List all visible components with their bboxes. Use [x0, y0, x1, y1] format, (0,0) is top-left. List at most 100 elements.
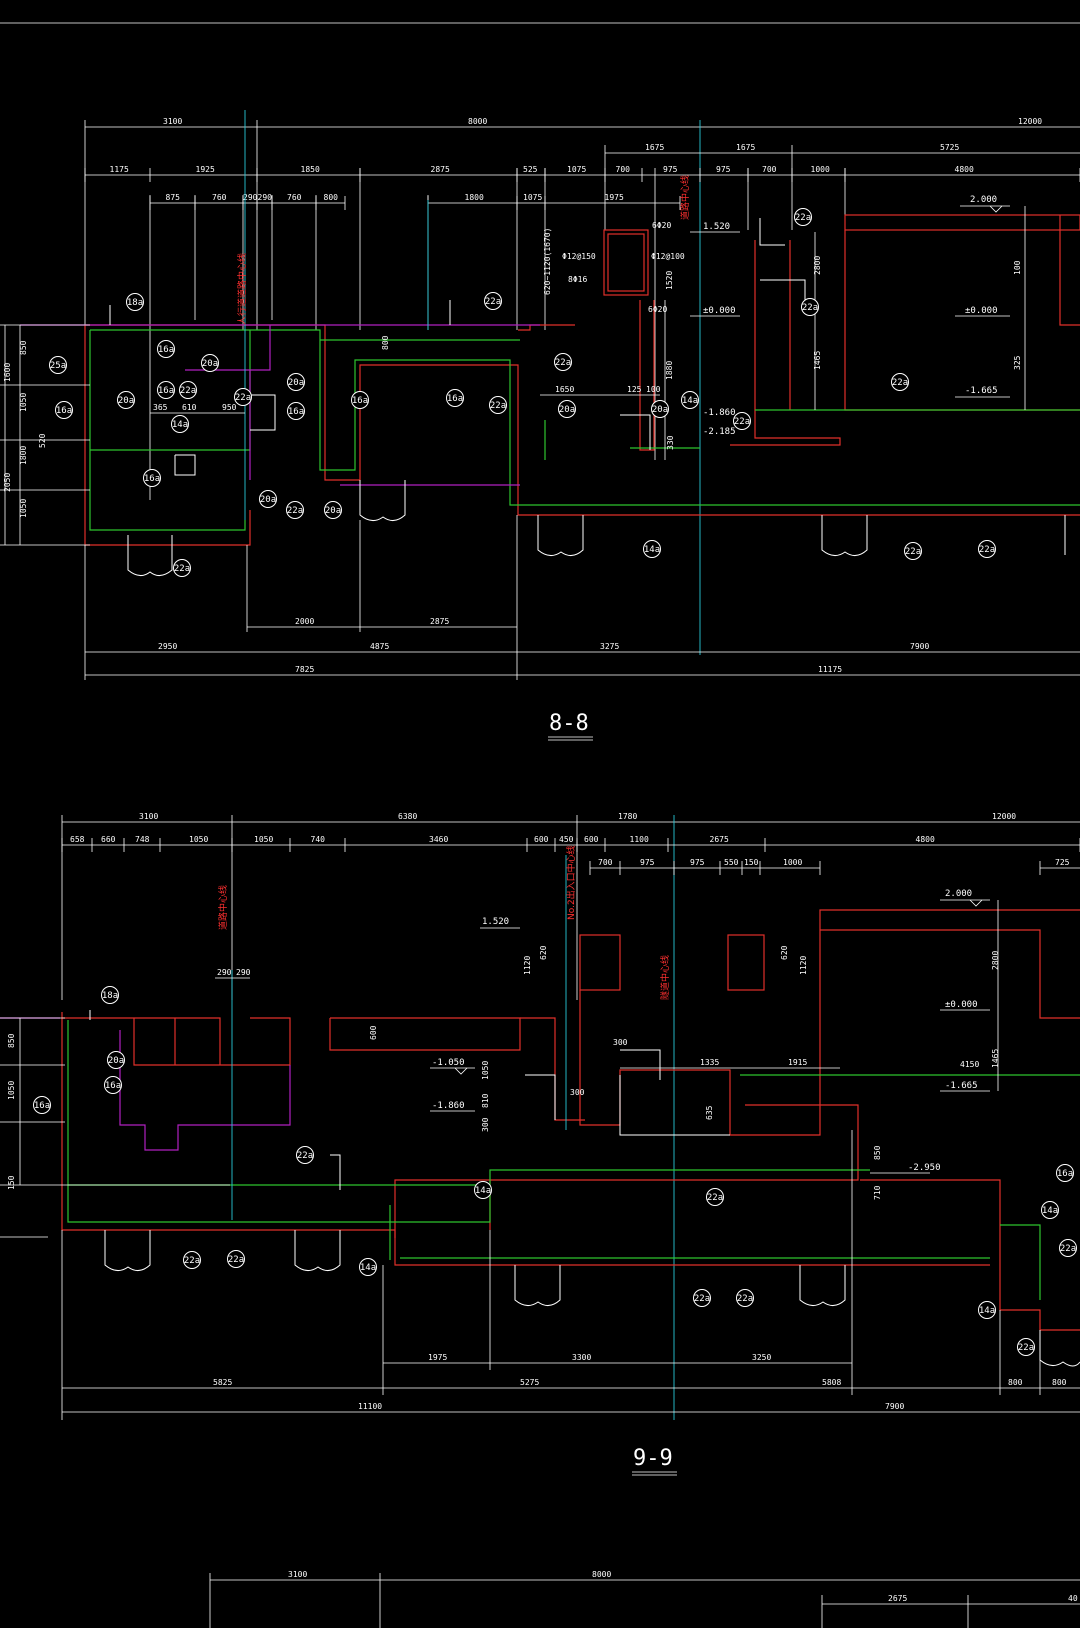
rebar-bubble-label: 16a — [105, 1081, 121, 1091]
dim-label: 2875 — [431, 165, 450, 174]
dim-label: 1675 — [645, 143, 664, 152]
dim-label: 525 — [523, 165, 538, 174]
inner-dims-9: 290 290 600 1050 810 300 300 300 1335 19… — [215, 845, 1000, 1200]
rebar-detail-box — [603, 229, 649, 296]
rebar-bubble-label: 22a — [235, 393, 251, 403]
dim-label: 975 — [663, 165, 678, 174]
rebar-bubble — [643, 540, 661, 558]
dim-label: 12000 — [992, 812, 1016, 821]
rebar-bubble — [171, 415, 189, 433]
dim-label: 760 — [212, 193, 227, 202]
dim-label: 5275 — [520, 1378, 539, 1387]
rebar-bubble — [259, 490, 277, 508]
dim-label: 290 — [243, 193, 258, 202]
dim-label: 3100 — [288, 1570, 307, 1579]
dim-label: 610 — [182, 403, 197, 412]
pile-cap — [514, 1265, 561, 1306]
centerline-label: 人行道道路中心线 — [236, 253, 248, 325]
rebar-bubble — [794, 208, 812, 226]
dim-label: 4875 — [370, 642, 389, 651]
dim-label: 2950 — [158, 642, 177, 651]
dim-label: 330 — [666, 435, 675, 450]
pile-cap — [1039, 1330, 1080, 1367]
dim-label: 300 — [613, 1038, 628, 1047]
centerline-label: 道路中心线 — [217, 885, 229, 930]
rebar-bubble — [736, 1289, 754, 1307]
dim-label: 635 — [705, 1105, 714, 1120]
elevation-label: 1.520 — [482, 917, 509, 927]
rebar-bubble — [904, 542, 922, 560]
rebar-bubble-label: 20a — [202, 359, 218, 369]
dim-label: 710 — [873, 1185, 882, 1200]
dim-label: 1880 — [665, 361, 674, 380]
rebar-bubble — [484, 292, 502, 310]
pile-cap — [799, 1265, 846, 1306]
rebar-bubble-label: 16a — [56, 406, 72, 416]
elevation-label: -1.860 — [432, 1101, 465, 1111]
rebar-bubble-label: 14a — [360, 1263, 376, 1273]
rebar-bubble — [55, 401, 73, 419]
rebar-bubble — [296, 1146, 314, 1164]
rebar-bubble-label: 18a — [127, 298, 143, 308]
pile-cap — [294, 1230, 341, 1271]
dim-label: 1075 — [567, 165, 586, 174]
dim-label: 3300 — [572, 1353, 591, 1362]
dim-label: 8000 — [592, 1570, 611, 1579]
dim-label: 800 — [324, 193, 339, 202]
rebar-note: Φ12@100 — [651, 252, 685, 261]
dim-label: 875 — [166, 193, 181, 202]
dim-label: 1050 — [19, 393, 28, 412]
dim-label: 975 — [640, 858, 655, 867]
dim-label: 2800 — [991, 951, 1000, 970]
rebar-bubble — [651, 400, 669, 418]
rebar-bubble-label: 16a — [352, 396, 368, 406]
dim-label: 1915 — [788, 1058, 807, 1067]
rebar-bubble — [706, 1188, 724, 1206]
pile-cap — [127, 535, 173, 576]
dim-label: 7900 — [885, 1402, 904, 1411]
rebar-bubble — [489, 396, 507, 414]
rebar-bubble-label: 22a — [979, 545, 995, 555]
dim-label: 1050 — [7, 1081, 16, 1100]
dim-label: 6380 — [398, 812, 417, 821]
dim-label: 300 — [481, 1117, 490, 1132]
rebar-bubble — [324, 501, 342, 519]
rebar-bubble — [126, 293, 144, 311]
rebar-bubble-label: 22a — [737, 1294, 753, 1304]
structure-outline-9 — [0, 855, 1080, 1367]
dim-label: 1975 — [605, 193, 624, 202]
dim-label: 600 — [584, 835, 599, 844]
elevation-label: -1.665 — [965, 386, 998, 396]
dim-label: 1650 — [555, 385, 574, 394]
dim-label: 450 — [559, 835, 574, 844]
rebar-bubble-label: 22a — [490, 401, 506, 411]
rebar-bubble-label: 22a — [707, 1193, 723, 1203]
dim-label: 520 — [38, 433, 47, 448]
rebar-bubble — [179, 381, 197, 399]
rebar-bubble — [351, 391, 369, 409]
dim-label: 1050 — [254, 835, 273, 844]
elevation-marks-9: 1.520 -1.050 -1.860 2.000 ±0.000 -1.665 … — [430, 889, 999, 1174]
dim-label: 800 — [381, 335, 390, 350]
elevation-label: -1.050 — [432, 1058, 465, 1068]
rebar-bubble — [227, 1250, 245, 1268]
rebar-bubble — [183, 1251, 201, 1269]
rebar-bubbles-8: 18a16a25a20a16a16a20a22a14a22a20a16a16a2… — [49, 208, 996, 577]
dim-label: 1520 — [665, 271, 674, 290]
dim-label: 850 — [873, 1145, 882, 1160]
rebar-bubble-label: 16a — [158, 345, 174, 355]
centerline-label: 道路中心线 — [679, 175, 691, 220]
dim-label: 700 — [616, 165, 631, 174]
bottom-dims-8: 2000 2875 2950 4875 3275 7900 7825 11175 — [84, 515, 1080, 680]
dim-label: 1850 — [301, 165, 320, 174]
dim-label: 620 — [780, 945, 789, 960]
rebar-bubble — [558, 400, 576, 418]
elevation-label: -2.185 — [703, 427, 736, 437]
rebar-bubble — [1041, 1201, 1059, 1219]
dim-label: 620 — [539, 945, 548, 960]
bottom-dims-9: 1975 3300 3250 5825 5275 5808 800 800 11… — [61, 1130, 1080, 1420]
